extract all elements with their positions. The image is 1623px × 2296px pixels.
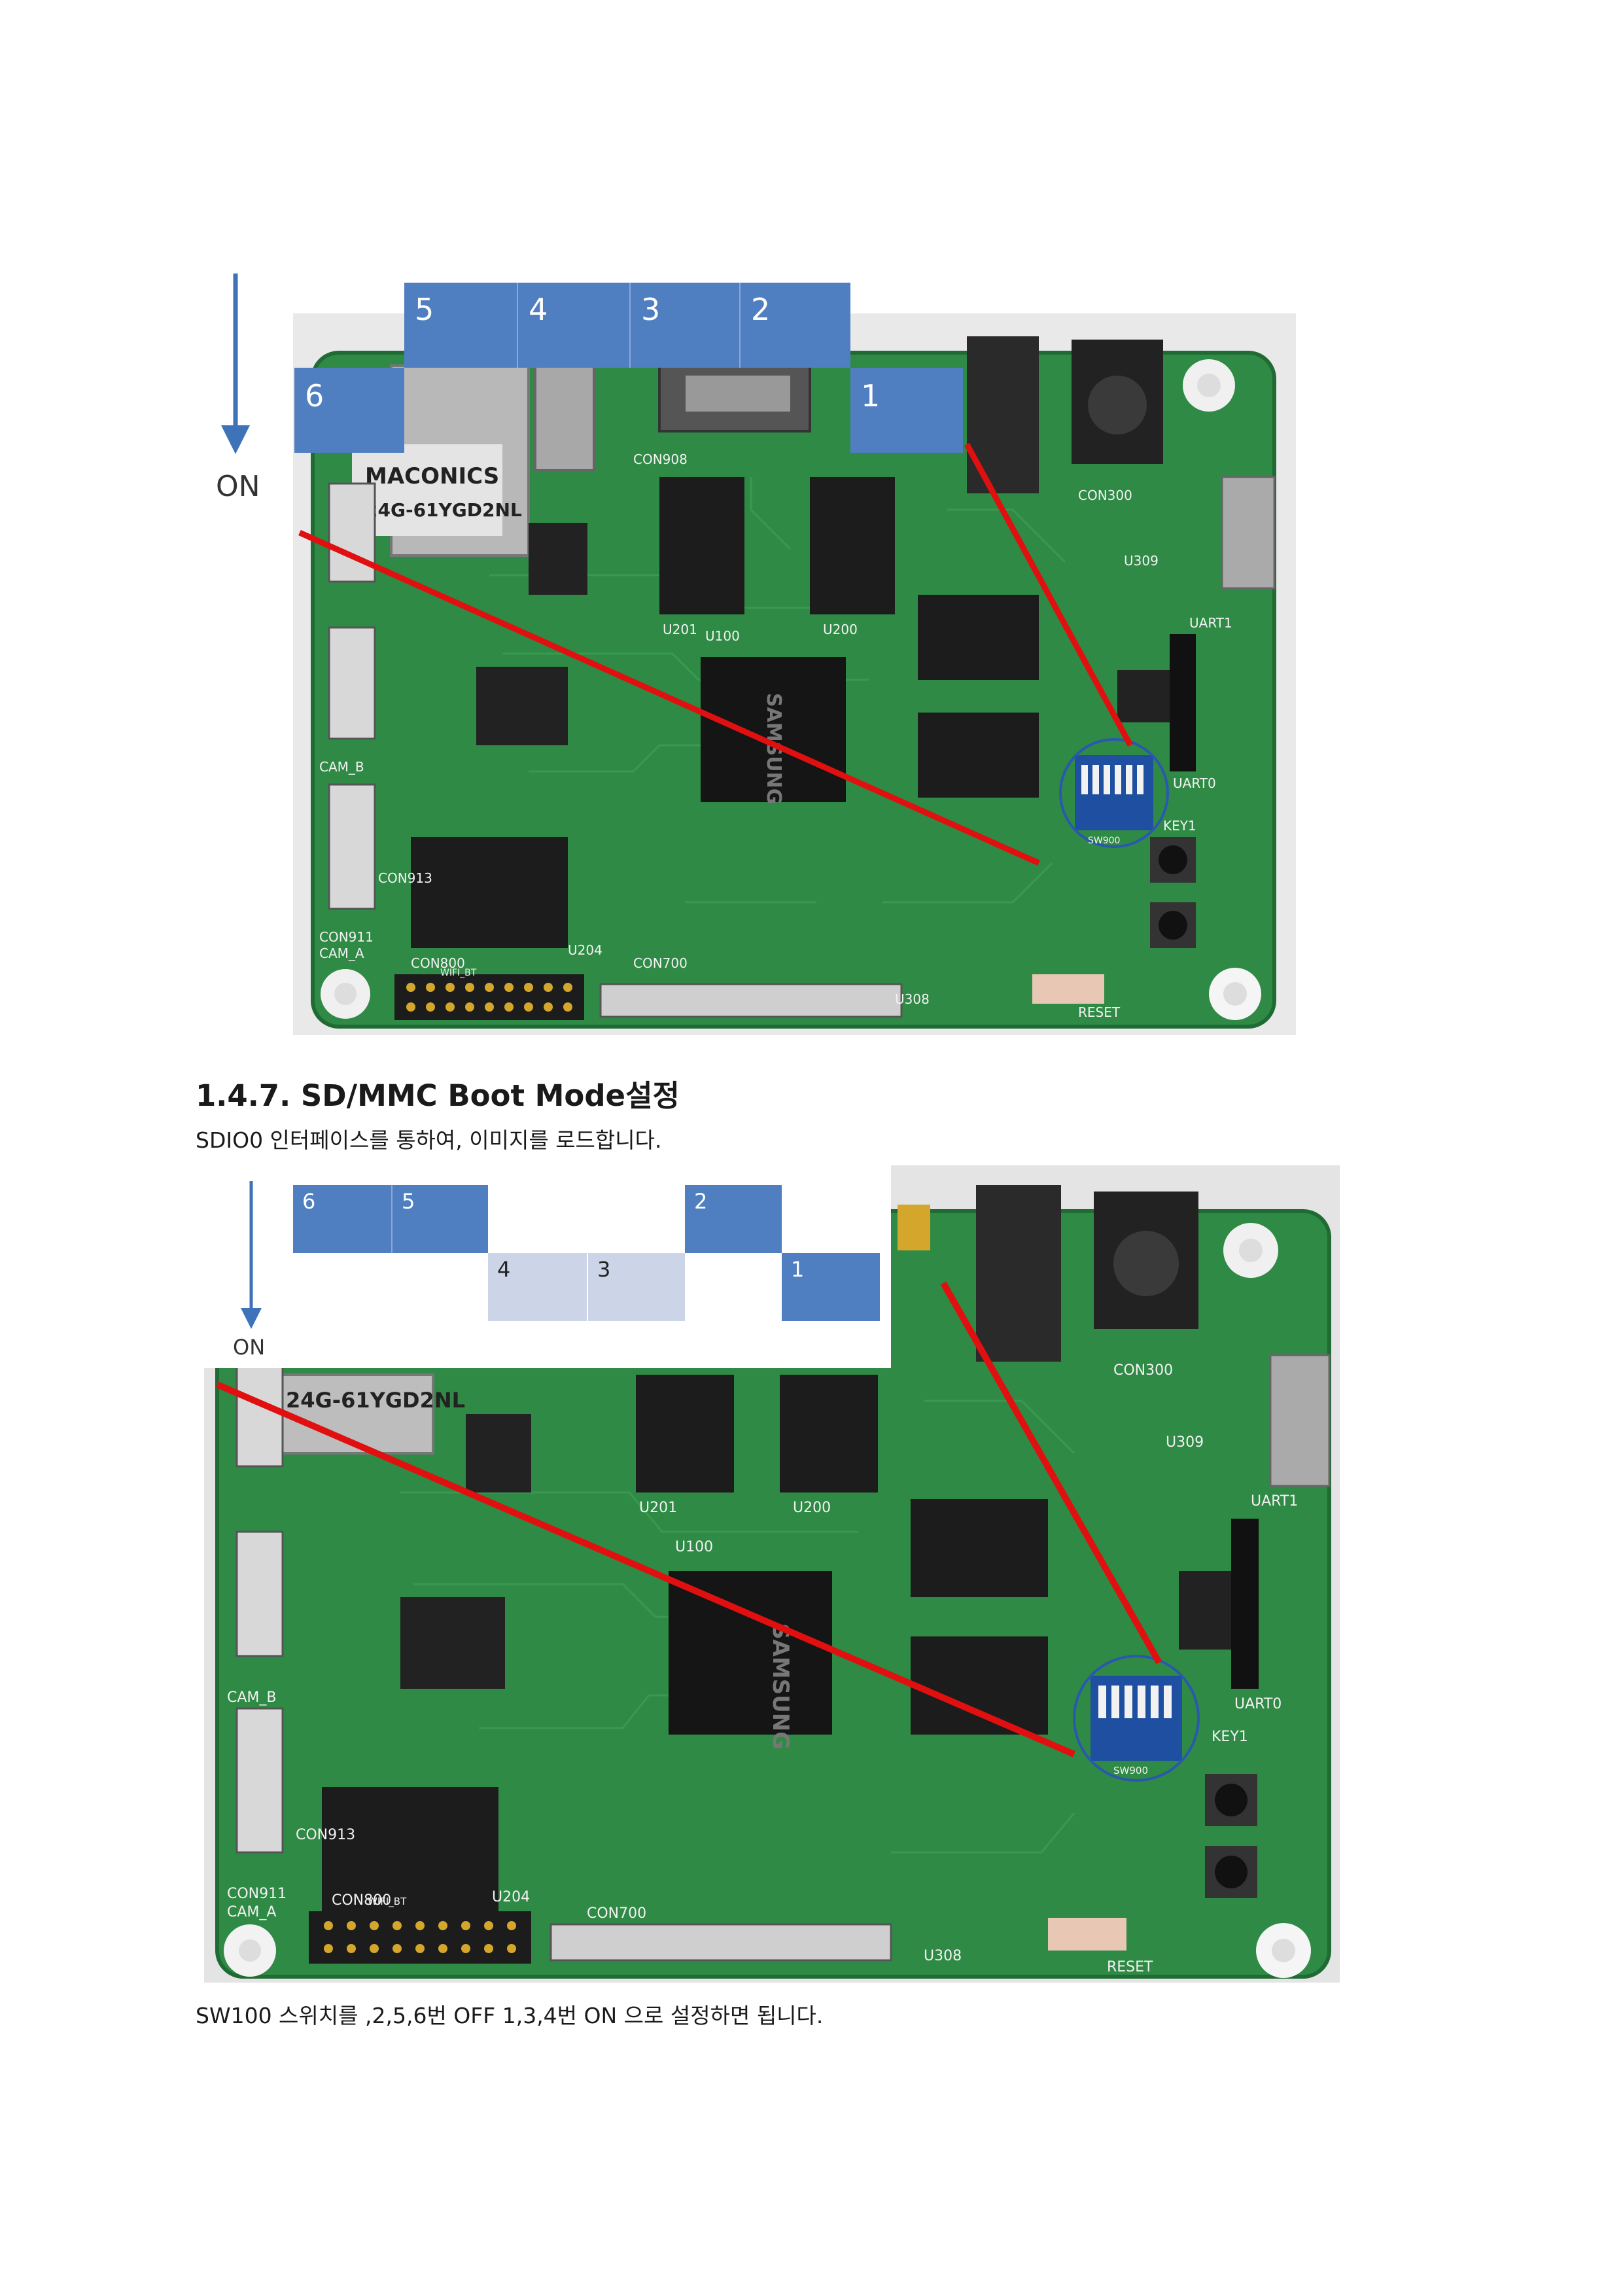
board-text: U200 <box>793 1500 831 1516</box>
board-text: 24G-61YGD2NL <box>286 1388 465 1413</box>
board-text: U100 <box>675 1539 713 1555</box>
board-text: RESET <box>1107 1959 1153 1975</box>
footer-text: SW100 스위치를 ,2,5,6번 OFF 1,3,4번 ON 으로 설정하면… <box>196 2003 824 2028</box>
board-text: SW900 <box>1088 836 1120 846</box>
board-text: KEY1 <box>1163 818 1196 834</box>
board-text: CON700 <box>587 1905 646 1922</box>
board-text: CON800 <box>332 1892 391 1909</box>
board-text: U100 <box>705 628 740 644</box>
board-text: CON911 <box>319 929 374 945</box>
switch-3-box: 3 <box>629 283 739 368</box>
section-heading: 1.4.7. SD/MMC Boot Mode설정 <box>196 1078 680 1113</box>
switch-1-box: 1 <box>782 1253 880 1321</box>
board-text: CAM_B <box>319 759 364 775</box>
switch-2-box: 2 <box>739 283 850 368</box>
board-text: U309 <box>1166 1434 1204 1451</box>
board-text: U201 <box>639 1500 677 1516</box>
board-text: U204 <box>492 1889 530 1905</box>
board-text: U308 <box>895 991 930 1007</box>
on-label: ON <box>216 470 260 503</box>
board-text: UART1 <box>1251 1493 1298 1510</box>
board-text: CON300 <box>1113 1362 1173 1379</box>
on-arrow-icon <box>216 274 255 457</box>
switch-4-box: 4 <box>488 1253 587 1321</box>
switch-1-box: 1 <box>850 368 963 453</box>
on-label: ON <box>233 1335 266 1360</box>
board-text: U204 <box>568 942 602 958</box>
pcb-illustration-1: MACONICS 24G-61YGD2NL SAMSUNG <box>298 336 1276 1029</box>
switch-3-box: 3 <box>587 1253 685 1321</box>
board-text: MACONICS <box>365 463 499 489</box>
switch-6-box: 6 <box>293 1185 391 1253</box>
board-text: CON908 <box>633 451 688 467</box>
board-text: KEY1 <box>1212 1729 1248 1745</box>
board-text: UART0 <box>1173 775 1216 791</box>
board-text: WIFI_BT <box>368 1896 407 1908</box>
board-text: CON300 <box>1078 487 1132 503</box>
switch-6-box: 6 <box>294 368 404 453</box>
board-text: CAM_B <box>227 1689 277 1706</box>
switch-5-box: 5 <box>391 1185 488 1253</box>
board-text: UART1 <box>1189 615 1232 631</box>
board-text: CON913 <box>378 870 432 886</box>
pointer-line <box>964 442 1133 747</box>
board-text: CON913 <box>296 1827 355 1843</box>
section-intro: SDIO0 인터페이스를 통하여, 이미지를 로드합니다. <box>196 1127 662 1153</box>
board-text: CON700 <box>633 955 688 971</box>
board-text: CAM_A <box>227 1904 276 1920</box>
board-text: U308 <box>924 1948 962 1964</box>
board-text: SW900 <box>1113 1765 1148 1776</box>
board-text: RESET <box>1078 1004 1121 1020</box>
board-text: U201 <box>663 622 697 637</box>
switch-4-box: 4 <box>517 283 629 368</box>
pointer-line <box>298 529 1040 866</box>
board-text: U309 <box>1124 553 1159 569</box>
board-text: U200 <box>823 622 858 637</box>
on-arrow-icon <box>237 1181 266 1332</box>
board-photo-1: MACONICS 24G-61YGD2NL SAMSUNG <box>293 313 1296 1035</box>
board-text: SAMSUNG <box>767 1623 794 1750</box>
switch-5-box: 5 <box>404 283 517 368</box>
board-text: WIFI_BT <box>440 968 477 978</box>
board-text: CAM_A <box>319 945 364 961</box>
board-text: CON911 <box>227 1886 287 1902</box>
board-text: UART0 <box>1234 1696 1282 1712</box>
board-text: CON800 <box>411 955 465 971</box>
switch-2-box: 2 <box>685 1185 782 1253</box>
board-text: 24G-61YGD2NL <box>365 499 522 521</box>
